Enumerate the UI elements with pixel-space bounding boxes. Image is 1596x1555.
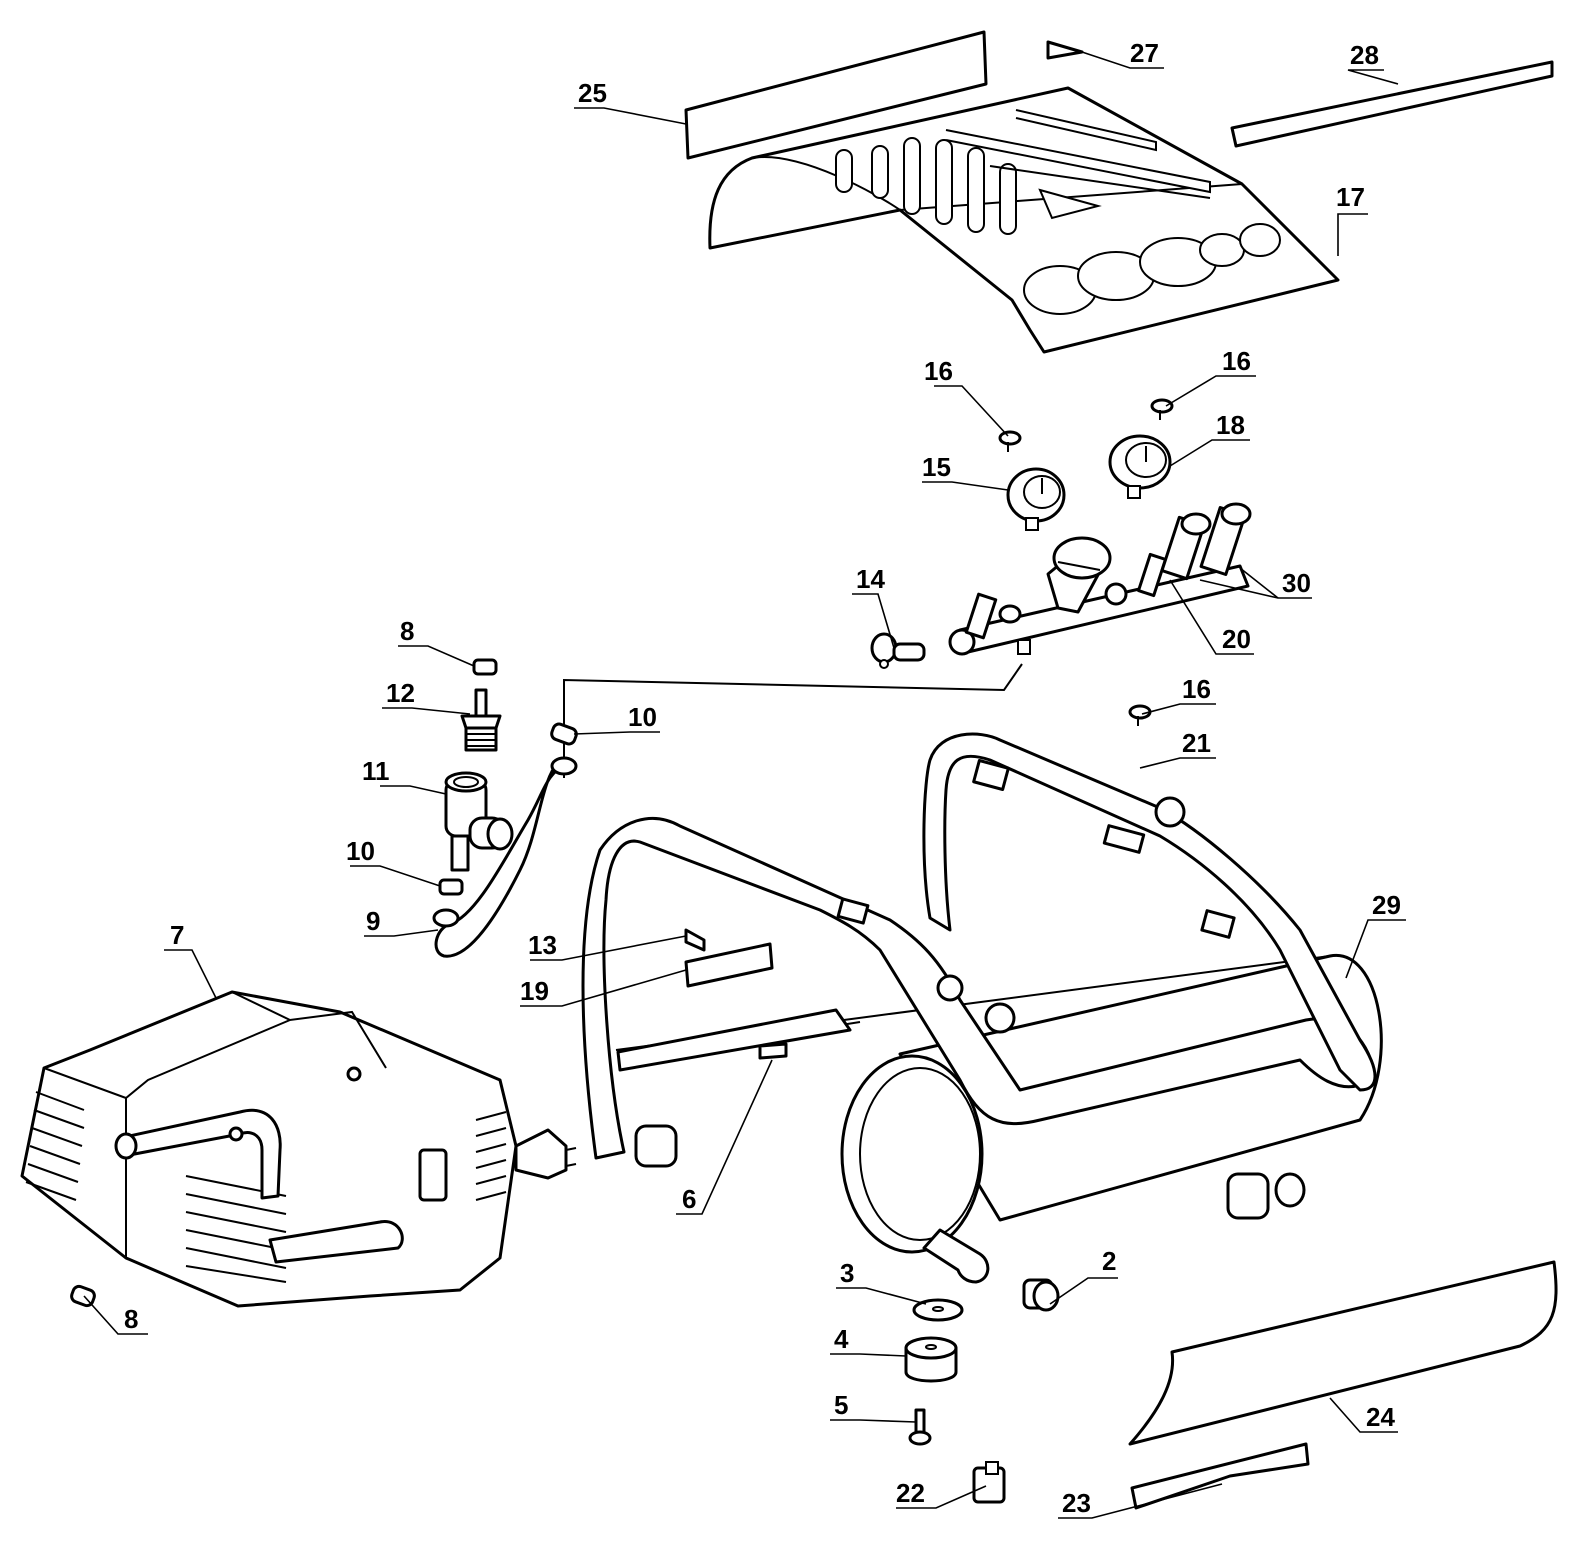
callout-labels: 2 3 4 5 6 7 8 8 9 10 10 11 12 13 19 14 1…: [124, 38, 1401, 1518]
part-27-label: [1046, 40, 1084, 60]
callout-16-left: 16: [924, 356, 953, 386]
callout-20: 21: [1182, 728, 1211, 758]
callout-19: 20: [1222, 624, 1251, 654]
callout-8-bottom: 8: [124, 1304, 138, 1334]
part-14-safety-valve: [870, 632, 926, 669]
part-24-decal: [684, 30, 988, 160]
callout-6: 6: [682, 1184, 696, 1214]
callout-16-lower: 16: [1182, 674, 1211, 704]
part-9-hose: [432, 756, 578, 958]
part-5-bolt: [908, 1408, 932, 1446]
callout-3: 3: [840, 1258, 854, 1288]
callout-9: 9: [366, 906, 380, 936]
part-16-screw-c: [1128, 704, 1152, 726]
part-22-decal: [1130, 1442, 1310, 1510]
part-13-fitting: [684, 928, 706, 952]
callout-2: 2: [1102, 1246, 1116, 1276]
callout-21: 22: [896, 1478, 925, 1508]
part-16-screw-a: [998, 430, 1022, 452]
callout-17: 17: [1336, 182, 1365, 212]
part-12-fitting: [460, 688, 502, 752]
callout-25: 19: [520, 976, 549, 1006]
part-8-clamp-top: [472, 658, 498, 676]
part-28-decal: [1230, 60, 1554, 148]
callout-10-top: 10: [628, 702, 657, 732]
part-4-foot: [904, 1336, 958, 1383]
part-11-tee: [444, 771, 514, 872]
part-10-clamp-bottom: [438, 878, 464, 896]
callout-24: 25: [578, 78, 607, 108]
part-21-switch: [972, 1461, 1006, 1504]
part-2-plug: [1022, 1278, 1060, 1312]
callout-13: 13: [528, 930, 557, 960]
callout-22: 23: [1062, 1488, 1091, 1518]
part-16-screw-b: [1150, 398, 1174, 420]
part-19-manifold: [948, 502, 1252, 656]
part-15-gauge: [1006, 467, 1066, 531]
part-7-motor-pump: [20, 990, 577, 1308]
leader-lines: [83, 51, 1406, 1519]
callout-4: 4: [834, 1324, 849, 1354]
part-18-gauge: [1108, 434, 1172, 499]
callout-11: 11: [362, 756, 390, 786]
callout-12: 12: [386, 678, 415, 708]
callout-16-right: 16: [1222, 346, 1251, 376]
callout-29: 29: [1372, 890, 1401, 920]
part-8-clamp-bottom: [70, 1284, 96, 1308]
callout-27: 27: [1130, 38, 1159, 68]
callout-30: 30: [1282, 568, 1311, 598]
callout-15: 15: [922, 452, 951, 482]
part-3-washer: [912, 1298, 964, 1322]
part-25-label: [684, 942, 774, 988]
callout-7: 7: [170, 920, 184, 950]
callout-5: 5: [834, 1390, 848, 1420]
part-17-shroud: [708, 86, 1340, 354]
callout-28: 28: [1350, 40, 1379, 70]
part-23-decal: [1128, 1260, 1558, 1446]
part-10-clamp-top: [550, 722, 578, 746]
part-29-tank-frame: [581, 732, 1383, 1284]
callout-14: 14: [856, 564, 885, 594]
part-6-label: [758, 1042, 788, 1060]
callout-18: 18: [1216, 410, 1245, 440]
callout-23: 24: [1366, 1402, 1395, 1432]
callout-8-top: 8: [400, 616, 414, 646]
callout-10-bottom: 10: [346, 836, 375, 866]
